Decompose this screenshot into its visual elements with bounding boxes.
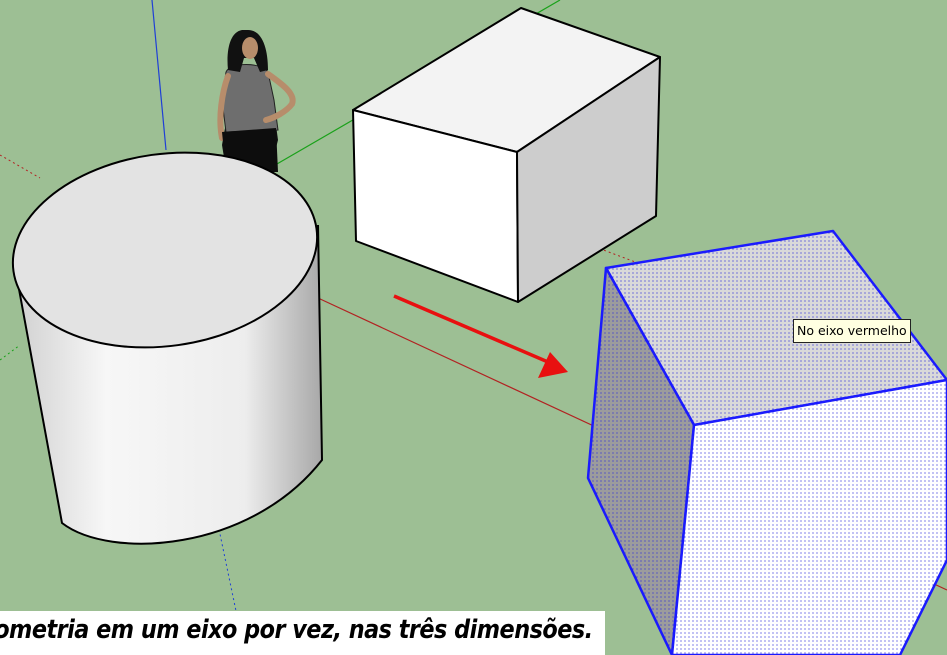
caption-banner: Geometria em um eixo por vez, nas três d…: [0, 611, 605, 655]
inference-tooltip: No eixo vermelho: [793, 319, 911, 343]
person-figure[interactable]: [217, 30, 296, 172]
cylinder[interactable]: [0, 134, 330, 545]
blue-axis-dotted: [214, 509, 237, 612]
selected-cube[interactable]: [586, 229, 947, 655]
caption-text: Geometria em um eixo por vez, nas três d…: [0, 615, 594, 645]
red-arrow-icon: [393, 294, 568, 378]
box[interactable]: [352, 7, 661, 303]
blue-axis-line: [151, 0, 167, 151]
green-axis-dotted: [0, 344, 21, 361]
